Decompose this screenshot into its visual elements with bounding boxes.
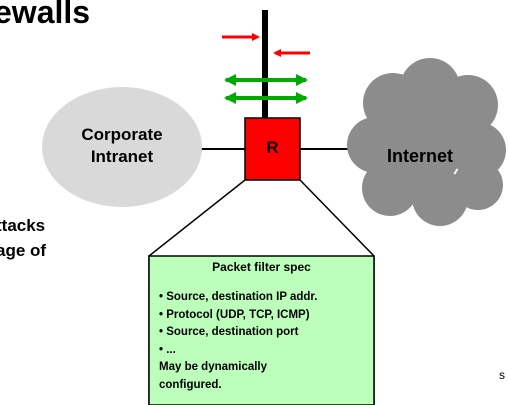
spec-box — [148, 255, 375, 405]
spec-note-line1: May be dynamically — [159, 361, 268, 373]
edge-fragment: s — [499, 368, 505, 382]
spec-list: • Source, destination IP addr. • Protoco… — [159, 289, 374, 394]
spec-item-ellipsis: • ... — [159, 343, 176, 356]
spec-item-protocol: • Protocol (UDP, TCP, ICMP) — [159, 308, 310, 321]
router-label: R — [266, 138, 279, 157]
packet-filter-spec: Packet filter spec • Source, destination… — [149, 256, 374, 405]
slide-title: ewalls — [0, 0, 91, 30]
corporate-intranet-cloud — [42, 87, 202, 207]
internet-label: Internet — [386, 146, 453, 166]
spec-item-source-dest-ip: • Source, destination IP addr. — [159, 291, 318, 303]
spec-item-source-dest-port: • Source, destination port — [159, 326, 299, 338]
internet-cloud — [347, 58, 506, 226]
left-text-line-1: ttacks — [0, 216, 46, 235]
intranet-label: Corporate Intranet — [62, 124, 182, 168]
router-box — [244, 117, 301, 181]
intranet-label-line1: Corporate — [81, 125, 163, 144]
spec-title: Packet filter spec — [212, 260, 311, 274]
intranet-label-line2: Intranet — [90, 147, 154, 166]
left-text-line-2: age of — [0, 241, 47, 260]
spec-note-line2: configured. — [159, 378, 222, 391]
